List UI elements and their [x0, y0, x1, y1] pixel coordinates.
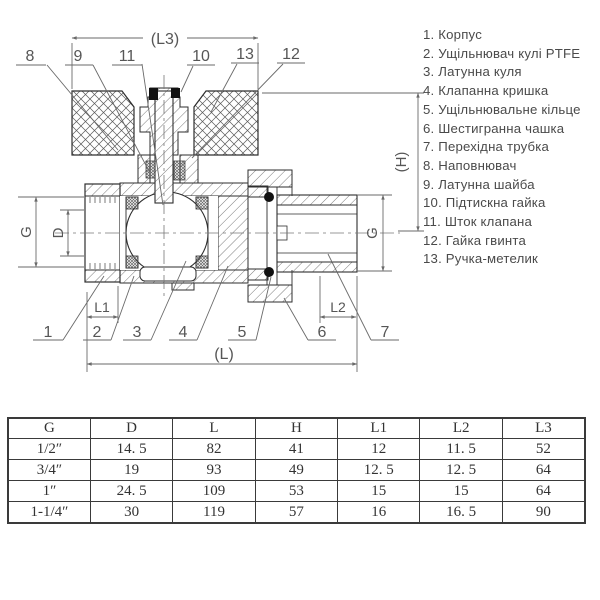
centerlines — [55, 75, 400, 300]
spec-cell: 53 — [254, 480, 339, 502]
spec-cell: 64 — [501, 459, 586, 481]
spec-cell: 93 — [172, 459, 256, 481]
spec-header-cell: H — [254, 417, 339, 439]
callout-leaders — [16, 62, 399, 341]
dim-g-right: G — [364, 227, 381, 239]
spec-cell: 3/4″ — [7, 459, 91, 481]
parts-list-item: 12. Гайка гвинта — [423, 232, 527, 248]
tailpiece — [276, 194, 358, 273]
callout-8: 8 — [26, 48, 35, 65]
spec-table-row: 1″ 24. 5 109 53 15 15 64 — [7, 480, 586, 502]
spec-cell: 12. 5 — [419, 459, 503, 481]
spec-header-cell: L2 — [419, 417, 503, 439]
dim-l3: (L3) — [151, 31, 179, 48]
parts-list-item: 10. Підтискна гайка — [423, 195, 546, 211]
callout-4: 4 — [179, 324, 188, 341]
spec-cell: 64 — [501, 480, 586, 502]
parts-list-item: 11. Шток клапана — [423, 214, 533, 230]
spec-cell: 41 — [254, 438, 339, 460]
spec-cell: 11. 5 — [419, 438, 503, 460]
parts-list-item: 2. Ущільнювач кулі PTFE — [423, 45, 581, 61]
spec-table-row: 1-1/4″ 30 119 57 16 16. 5 90 — [7, 501, 586, 524]
callout-11: 11 — [119, 48, 136, 65]
spec-cell: 1″ — [7, 480, 91, 502]
dim-h: (H) — [393, 152, 410, 173]
spec-header-cell: L1 — [337, 417, 421, 439]
spec-cell: 1-1/4″ — [7, 501, 91, 524]
spec-cell: 12 — [337, 438, 421, 460]
parts-list-item: 9. Латунна шайба — [423, 176, 535, 192]
retainer-plate — [139, 266, 197, 282]
parts-list-item: 7. Перехідна трубка — [423, 139, 550, 155]
handle-left-wing — [71, 90, 135, 156]
parts-list-item: 5. Ущільнювальне кільце — [423, 101, 581, 117]
spec-cell: 90 — [501, 501, 586, 524]
spec-cell: 82 — [172, 438, 256, 460]
dim-d: D — [50, 227, 67, 238]
callout-13: 13 — [236, 46, 254, 63]
callout-3: 3 — [133, 324, 142, 341]
callout-5: 5 — [238, 324, 247, 341]
spec-cell: 16 — [337, 501, 421, 524]
spec-cell: 1/2″ — [7, 438, 91, 460]
spec-header-cell: D — [89, 417, 174, 439]
spec-cell: 30 — [89, 501, 174, 524]
parts-list-item: 1. Корпус — [423, 27, 482, 42]
dimensions — [18, 36, 424, 372]
spec-table-row: 3/4″ 19 93 49 12. 5 12. 5 64 — [7, 459, 586, 481]
spec-cell: 12. 5 — [337, 459, 421, 481]
callout-2: 2 — [93, 324, 102, 341]
dim-l2: L2 — [330, 299, 346, 315]
spec-cell: 109 — [172, 480, 256, 502]
parts-list-item: 8. Наповнювач — [423, 157, 517, 173]
callout-labels: 8 9 11 10 13 12 1 2 3 4 5 6 7 — [26, 46, 390, 341]
spec-cell: 16. 5 — [419, 501, 503, 524]
dim-g-left: G — [18, 226, 35, 238]
parts-list-item: 6. Шестигранна чашка — [423, 120, 565, 136]
parts-list-item: 4. Клапанна кришка — [423, 83, 549, 99]
callout-1: 1 — [44, 324, 53, 341]
spec-cell: 14. 5 — [89, 438, 174, 460]
stem-seal-right — [171, 88, 180, 98]
parts-list-item: 13. Ручка-метелик — [423, 251, 539, 267]
parts-list-item: 3. Латунна куля — [423, 64, 522, 80]
spec-header-cell: L3 — [501, 417, 586, 439]
callout-6: 6 — [318, 324, 327, 341]
spec-cell: 19 — [89, 459, 174, 481]
female-thread-ticks — [89, 197, 116, 269]
spec-cell: 24. 5 — [89, 480, 174, 502]
spec-cell: 52 — [501, 438, 586, 460]
o-ring-bottom — [264, 267, 274, 277]
spec-table-row: 1/2″ 14. 5 82 41 12 11. 5 52 — [7, 438, 586, 460]
spec-cell: 15 — [337, 480, 421, 502]
parts-list: 1. Корпус 2. Ущільнювач кулі PTFE 3. Лат… — [423, 26, 599, 269]
callout-9: 9 — [74, 48, 83, 65]
spec-table: G D L H L1 L2 L3 1/2″ 14. 5 82 41 12 11.… — [7, 417, 586, 524]
spec-header-cell: L — [172, 417, 256, 439]
spec-cell: 119 — [172, 501, 256, 524]
dim-l1: L1 — [94, 299, 110, 315]
spec-header-cell: G — [7, 417, 91, 439]
callout-10: 10 — [192, 48, 210, 65]
dimension-labels: (L3) (H) G D G L1 L2 (L) — [18, 31, 410, 363]
valve-technical-drawing: (L3) (H) G D G L1 L2 (L) 8 9 11 10 13 12… — [16, 31, 424, 372]
spec-cell: 15 — [419, 480, 503, 502]
packing-washer-left — [145, 160, 156, 179]
packing-washer-right — [173, 160, 186, 181]
stem-seal-left — [149, 88, 158, 100]
o-ring-top — [264, 192, 274, 202]
spec-cell: 57 — [254, 501, 339, 524]
dim-l: (L) — [214, 346, 234, 363]
spec-table-header-row: G D L H L1 L2 L3 — [7, 417, 586, 439]
callout-7: 7 — [381, 324, 390, 341]
spec-cell: 49 — [254, 459, 339, 481]
callout-12: 12 — [282, 46, 300, 63]
ptfe-seats — [125, 196, 209, 269]
